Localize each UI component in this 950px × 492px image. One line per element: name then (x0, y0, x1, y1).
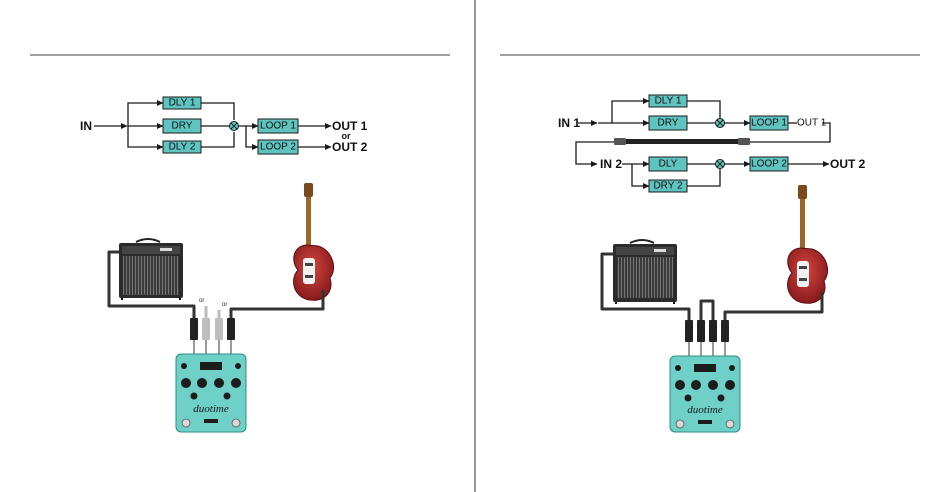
right-loop1-label: LOOP 1 (751, 118, 787, 129)
left-pedal: duotime (176, 354, 246, 432)
right-loop2-label: LOOP 2 (751, 159, 787, 170)
left-in-label: IN (80, 119, 92, 133)
left-dly1-label: DLY 1 (169, 98, 196, 109)
left-mixer-node (230, 122, 239, 131)
left-jacks (190, 318, 235, 354)
left-loop1-label: LOOP 1 (260, 121, 296, 132)
left-dry-label: DRY (172, 121, 193, 132)
right-pedal: duotime (670, 356, 740, 432)
left-cable-or-1: or (199, 298, 204, 304)
right-setup-illustration: duotime (602, 185, 828, 432)
right-dry2-label: DRY 2 (653, 181, 683, 192)
left-pedal-logo: duotime (193, 403, 229, 415)
right-dry-label: DRY (658, 118, 679, 129)
right-guitar (788, 185, 828, 303)
left-loop2-label: LOOP 2 (260, 142, 296, 153)
right-dly1-label: DLY 1 (655, 96, 682, 107)
left-out2-label: OUT 2 (332, 140, 368, 154)
right-in2-label: IN 2 (600, 157, 622, 171)
right-pedal-logo: duotime (687, 404, 723, 416)
left-guitar (294, 183, 334, 300)
right-in1-label: IN 1 (558, 116, 580, 130)
left-setup-illustration: or or duotime (109, 183, 334, 432)
left-cable-or-2: or (222, 302, 227, 308)
right-dly-label: DLY (659, 159, 678, 170)
right-mixer-node-2 (716, 160, 725, 169)
right-signal-flow: IN 1 DLY 1 DRY LOOP 1 OUT 1 IN 2 (558, 95, 866, 192)
right-jacks (685, 320, 729, 356)
right-patch-cable (614, 138, 750, 145)
left-dly2-label: DLY 2 (169, 142, 196, 153)
left-signal-flow: IN DLY 1 DRY DLY 2 LOOP 1 LOOP 2 OUT 1 o… (80, 97, 368, 154)
left-amplifier (119, 239, 183, 300)
right-amplifier (613, 240, 677, 304)
right-out2-label: OUT 2 (830, 157, 866, 171)
right-mixer-node-1 (716, 119, 725, 128)
